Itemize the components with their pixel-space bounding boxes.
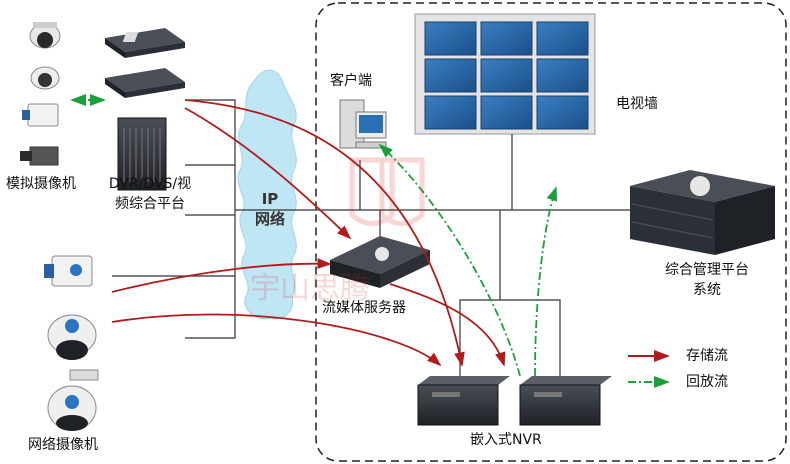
stream-server — [330, 236, 430, 288]
stream-server-label: 流媒体服务器 — [322, 300, 406, 316]
video-wall-screen — [424, 58, 477, 93]
nvr-device-2 — [519, 376, 612, 426]
video-wall — [414, 13, 596, 135]
network-camera-label: 网络摄像机 — [28, 437, 98, 453]
video-wall-screen — [480, 95, 533, 130]
video-wall-screen — [536, 58, 589, 93]
video-wall-screen — [424, 95, 477, 130]
storage-flow-arrows — [111, 99, 506, 367]
client-label: 客户端 — [330, 73, 372, 89]
video-wall-screen — [480, 21, 533, 56]
ip-network-label-line2: 网络 — [254, 210, 285, 228]
dvr-label-line1: DVR/DVS/视 — [108, 176, 192, 192]
ip-network-cloud — [237, 69, 297, 320]
network-camera-box — [44, 255, 93, 287]
ip-network-label-line1: IP — [261, 190, 279, 208]
video-wall-label: 电视墙 — [616, 96, 658, 112]
nvr-device-1 — [417, 376, 510, 426]
watermark-logo: 宇山思腾 — [250, 157, 425, 306]
management-server — [630, 170, 775, 255]
svg-text:宇山思腾: 宇山思腾 — [250, 271, 370, 306]
playback-flow-arrows — [378, 143, 558, 377]
nvr-label: 嵌入式NVR — [470, 432, 542, 448]
network-camera-dome — [47, 314, 97, 360]
analog-camera-dome-2 — [30, 66, 60, 90]
analog-camera-box-2 — [20, 146, 59, 166]
video-wall-screen — [536, 21, 589, 56]
mgmt-label-line1: 综合管理平台 — [665, 262, 749, 278]
network-camera-ptz — [47, 369, 99, 431]
mgmt-label-line2: 系统 — [693, 282, 721, 298]
analog-camera-box-1 — [22, 103, 59, 127]
legend-playback-label: 回放流 — [686, 374, 728, 390]
dvr-device-2 — [105, 68, 185, 98]
client-pc — [339, 99, 387, 149]
video-wall-screen — [424, 21, 477, 56]
video-wall-screen — [536, 95, 589, 130]
video-wall-screen — [480, 58, 533, 93]
analog-camera-dome-1 — [29, 22, 61, 49]
video-platform-chassis — [117, 117, 167, 191]
legend — [628, 350, 670, 388]
dvr-device-1 — [105, 28, 185, 58]
analog-camera-label: 模拟摄像机 — [6, 176, 76, 192]
dvr-label-line2: 频综合平台 — [115, 196, 185, 212]
system-boundary — [315, 2, 787, 462]
legend-storage-label: 存储流 — [686, 348, 728, 364]
